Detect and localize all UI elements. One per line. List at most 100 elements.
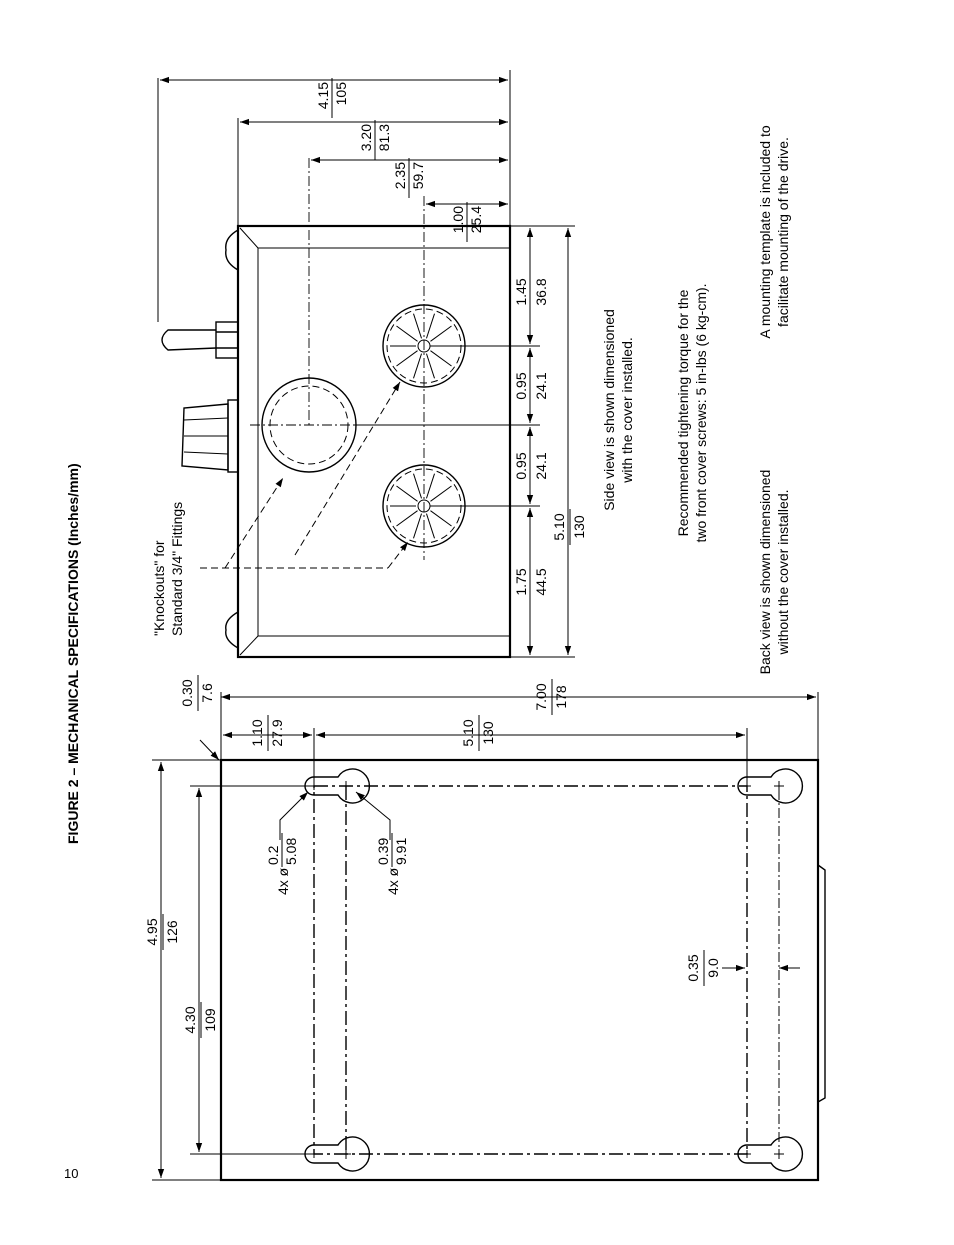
dim-3-20: 3.20 81.3 [358,120,392,160]
side-view-inner-panel [257,247,511,637]
svg-text:44.5: 44.5 [533,568,549,595]
svg-text:7.6: 7.6 [199,683,215,703]
svg-text:two front cover screws: 5 in-l: two front cover screws: 5 in-lbs (6 kg-c… [693,283,709,542]
svg-text:4x ø: 4x ø [385,867,401,895]
torque-note: Recommended tightening torque for the tw… [675,283,709,542]
svg-text:178: 178 [553,685,569,709]
side-view-note: Side view is shown dimensioned with the … [601,309,635,511]
side-view-body [236,224,512,659]
svg-text:1.45: 1.45 [513,278,529,305]
svg-text:with the cover installed.: with the cover installed. [619,337,635,484]
fitting-spoke [425,473,435,499]
svg-text:0.2: 0.2 [265,845,281,865]
svg-text:9.91: 9.91 [393,838,409,865]
svg-text:59.7: 59.7 [410,162,426,189]
fitting-spoke [430,325,452,342]
page-number: 10 [64,1166,78,1181]
svg-text:4x ø: 4x ø [275,867,291,895]
fitting-spoke [430,350,452,367]
fitting-spoke [430,510,452,527]
svg-text:4.30: 4.30 [182,1006,198,1033]
svg-text:9.0: 9.0 [705,958,721,978]
svg-text:0.39: 0.39 [375,838,391,865]
svg-text:1.75: 1.75 [513,568,529,595]
fitting-spoke [430,485,452,502]
fitting-spoke [425,353,435,379]
mounting-pattern [313,785,748,1155]
svg-text:81.3: 81.3 [376,124,392,151]
keyhole-slots [304,768,804,1172]
template-note: A mounting template is included to facil… [757,125,791,338]
svg-text:Recommended tightening torque: Recommended tightening torque for the [675,289,691,536]
dim-7-00: 7.00 178 [533,679,569,715]
keyhole-slot [304,1136,371,1172]
dim-0-95-a: 0.95 24.1 [513,372,549,399]
side-view [157,70,575,659]
knockouts-label: "Knockouts" for Standard 3/4" Fittings [151,502,185,636]
keyhole-slot [304,768,371,804]
svg-text:without the cover installed.: without the cover installed. [775,490,791,656]
bottom-foot [225,611,239,649]
dim-1-75: 1.75 44.5 [513,568,549,595]
fitting-spoke [396,510,418,527]
svg-text:5.10: 5.10 [551,513,567,540]
svg-text:25.4: 25.4 [468,206,484,233]
fitting-spoke [425,513,435,539]
dim-4-30: 4.30 109 [182,1002,218,1038]
back-view-body [219,758,820,1182]
fitting-spoke [413,513,423,539]
svg-text:1.00: 1.00 [450,206,466,233]
svg-text:1.10: 1.10 [249,719,265,746]
fitting-spoke [413,473,423,499]
hole-callout-small: 4x ø 0.2 5.08 [265,833,299,895]
dim-1-10: 1.10 27.9 [249,715,285,751]
svg-text:36.8: 36.8 [533,278,549,305]
svg-text:Side view is shown dimensioned: Side view is shown dimensioned [601,309,617,511]
speed-knob-icon [181,399,239,473]
svg-text:Standard 3/4" Fittings: Standard 3/4" Fittings [169,502,185,636]
svg-text:24.1: 24.1 [533,372,549,399]
back-view [152,692,826,1182]
svg-text:4.15: 4.15 [315,82,331,109]
dim-1-45: 1.45 36.8 [513,278,549,305]
dimension-labels: 4.15 105 3.20 81.3 2.35 59.7 1.00 25.4 1… [144,78,791,1038]
svg-text:Back view is shown dimensioned: Back view is shown dimensioned [757,470,773,675]
dim-5-10-back: 5.10 130 [460,715,496,751]
hole-callout-large: 4x ø 0.39 9.91 [375,833,409,895]
dim-0-30: 0.30 7.6 [179,675,215,711]
back-view-note: Back view is shown dimensioned without t… [757,470,791,675]
dim-4-15: 4.15 105 [315,78,349,118]
fitting-spoke [396,350,418,367]
svg-text:4.95: 4.95 [144,918,160,945]
svg-text:5.10: 5.10 [460,719,476,746]
fitting-spoke [396,325,418,342]
svg-text:0.30: 0.30 [179,679,195,706]
svg-text:"Knockouts" for: "Knockouts" for [151,540,167,636]
fitting-spoke [413,353,423,379]
dim-1-00: 1.00 25.4 [450,202,484,242]
dim-0-95-b: 0.95 24.1 [513,452,549,479]
dim-5-10-side: 5.10 130 [551,509,587,545]
top-foot [225,229,239,271]
dim-0-35: 0.35 9.0 [685,950,721,986]
toggle-switch-icon [161,321,239,359]
back-view-tab [817,864,826,1103]
svg-text:0.35: 0.35 [685,954,701,981]
dim-2-35: 2.35 59.7 [392,158,426,198]
svg-text:105: 105 [333,82,349,106]
svg-text:5.08: 5.08 [283,838,299,865]
svg-text:7.00: 7.00 [533,683,549,710]
keyhole-slot [737,1136,804,1172]
figure-title: FIGURE 2 – MECHANICAL SPECIFICATIONS (In… [65,463,81,844]
svg-text:130: 130 [480,721,496,745]
svg-text:24.1: 24.1 [533,452,549,479]
keyhole-slot [737,768,804,804]
svg-text:126: 126 [164,920,180,944]
svg-text:27.9: 27.9 [269,719,285,746]
svg-text:3.20: 3.20 [358,124,374,151]
fitting-spoke [425,313,435,339]
svg-text:109: 109 [202,1008,218,1032]
svg-text:130: 130 [571,515,587,539]
fitting-spoke [396,485,418,502]
